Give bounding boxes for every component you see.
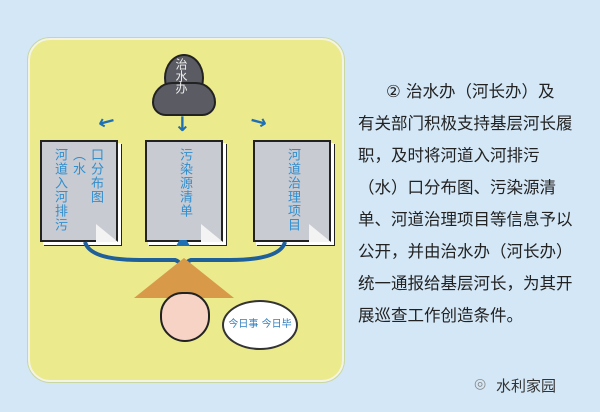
document-pollution-list: 污染源清单 [145,140,223,242]
hub-label: 治水办 [174,58,188,94]
document-river-projects: 河道治理项目 [253,140,331,242]
description-text: ② 治水办（河长办）及 有关部门积极支持基层河长履 职，及时将河道入河排污 （水… [358,76,598,332]
wechat-icon: ◎ [474,376,487,392]
description-line: 公开，并由治水办（河长办） [358,242,573,261]
description-line: 展巡查工作创造条件。 [358,306,523,325]
description-line: 统一通报给基层河长，为其开 [358,274,573,293]
watermark: 水利家园 [496,377,557,395]
document-outfall-map: 河道入河排污（水口分布图 [40,140,118,242]
description-line: 有关部门积极支持基层河长履 [358,114,573,133]
description-line: 职，及时将河道入河排污 [358,146,540,165]
straw-hat [134,258,234,298]
description-line: ② 治水办（河长办）及 [386,82,555,101]
description-line: 单、河道治理项目等信息予以 [358,210,573,229]
villager-face [160,292,210,342]
official-body [152,82,216,116]
speech-bubble: 今日事 今日毕 [222,300,298,350]
arrow-down-icon: ↓ [174,112,191,136]
description-line: （水）口分布图、污染源清 [358,178,556,197]
